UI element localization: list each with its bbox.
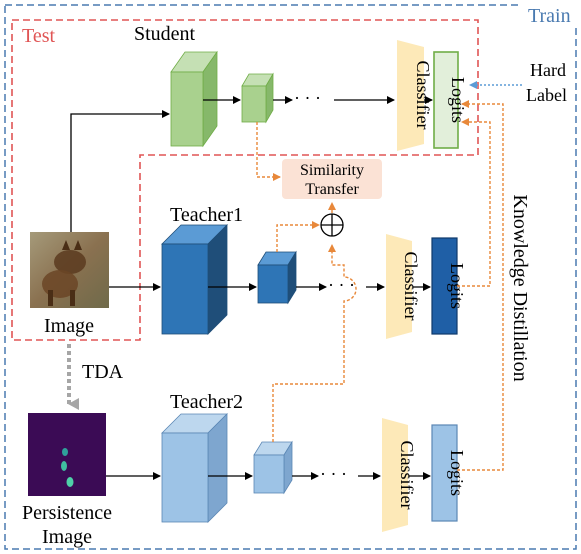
persistence-label-line1: Persistence [22, 502, 112, 524]
test-region [11, 19, 479, 341]
similarity-transfer-line1: Similarity [300, 162, 364, 179]
tda-label: TDA [82, 361, 124, 383]
student-similarity-link [256, 122, 281, 181]
teacher1-ellipsis: · · · [328, 275, 355, 295]
kd-link-teacher2 [457, 100, 504, 471]
image-to-student-arrow [70, 110, 170, 232]
teacher1-conv-block-2 [257, 250, 297, 305]
student-title: Student [134, 23, 196, 45]
teacher2-title: Teacher2 [170, 391, 243, 413]
student-logits-label: Logits [448, 77, 468, 123]
student-conv-block-2 [241, 72, 274, 124]
similarity-transfer-box [282, 159, 382, 199]
hard-label-line2: Label [526, 85, 567, 105]
teacher2-classifier: Classifier [382, 418, 417, 532]
knowledge-distillation-label: Knowledge Distillation [509, 194, 531, 381]
teacher1-classifier: Classifier [386, 234, 421, 339]
test-label: Test [22, 25, 55, 47]
similarity-transfer-line2: Transfer [305, 181, 359, 198]
student-logits: Logits [433, 51, 468, 149]
student-conv-block-1 [170, 50, 218, 148]
persistence-label-line2: Image [42, 526, 92, 548]
train-label: Train [528, 5, 571, 27]
sum-node [320, 213, 344, 237]
teacher2-conv-block-1 [161, 413, 228, 523]
input-image [30, 232, 109, 308]
teacher1-feature-link [276, 221, 320, 252]
teacher1-title: Teacher1 [170, 204, 243, 226]
teacher2-ellipsis: · · · [320, 464, 347, 484]
teacher2-conv-block-2 [253, 440, 293, 495]
image-label: Image [44, 315, 94, 337]
persistence-image [28, 413, 106, 496]
student-classifier-label: Classifier [413, 61, 433, 130]
teacher2-logits-label: Logits [447, 450, 467, 496]
student-ellipsis: · · · [294, 88, 321, 108]
teacher1-classifier-label: Classifier [401, 252, 421, 321]
student-classifier: Classifier [397, 40, 433, 151]
teacher2-feature-link [272, 244, 357, 442]
teacher1-conv-block-1 [161, 224, 228, 335]
train-label-bg [520, 0, 578, 26]
kd-link-teacher1 [457, 118, 491, 287]
train-region [4, 4, 577, 550]
hard-label-line1: Hard [530, 60, 566, 80]
teacher2-classifier-label: Classifier [397, 441, 417, 510]
teacher1-logits: Logits [431, 237, 467, 335]
teacher2-logits: Logits [431, 424, 467, 522]
